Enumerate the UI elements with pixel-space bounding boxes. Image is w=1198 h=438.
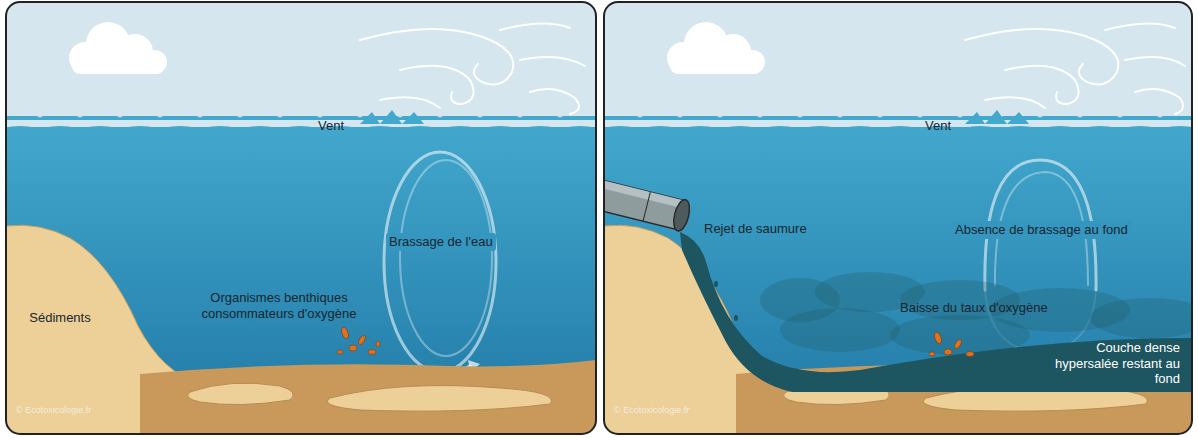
mixing-label: Brassage de l'eau [386,233,496,251]
wind-label: Vent [318,118,344,134]
panel-frame [604,2,1192,434]
sediment-label: Sédiments [29,310,90,326]
right-scene [604,2,1192,434]
left-scene [6,2,596,434]
panel-frame [6,2,596,434]
organism-label: Organismes benthiques consommateurs d'ox… [193,290,365,321]
oxygen-drop-label: Baisse du taux d'oxygène [900,300,1048,316]
no-mixing-label: Absence de brassage au fond [952,221,1131,239]
wind-label: Vent [925,118,951,134]
brine-layer-label: Couche dense hypersalée restant au fond [1030,340,1180,387]
watermark: © Ecotoxicologie.fr [16,405,91,416]
brine-outlet-label: Rejet de saumure [704,221,807,237]
watermark: © Ecotoxicologie.fr [614,405,689,416]
